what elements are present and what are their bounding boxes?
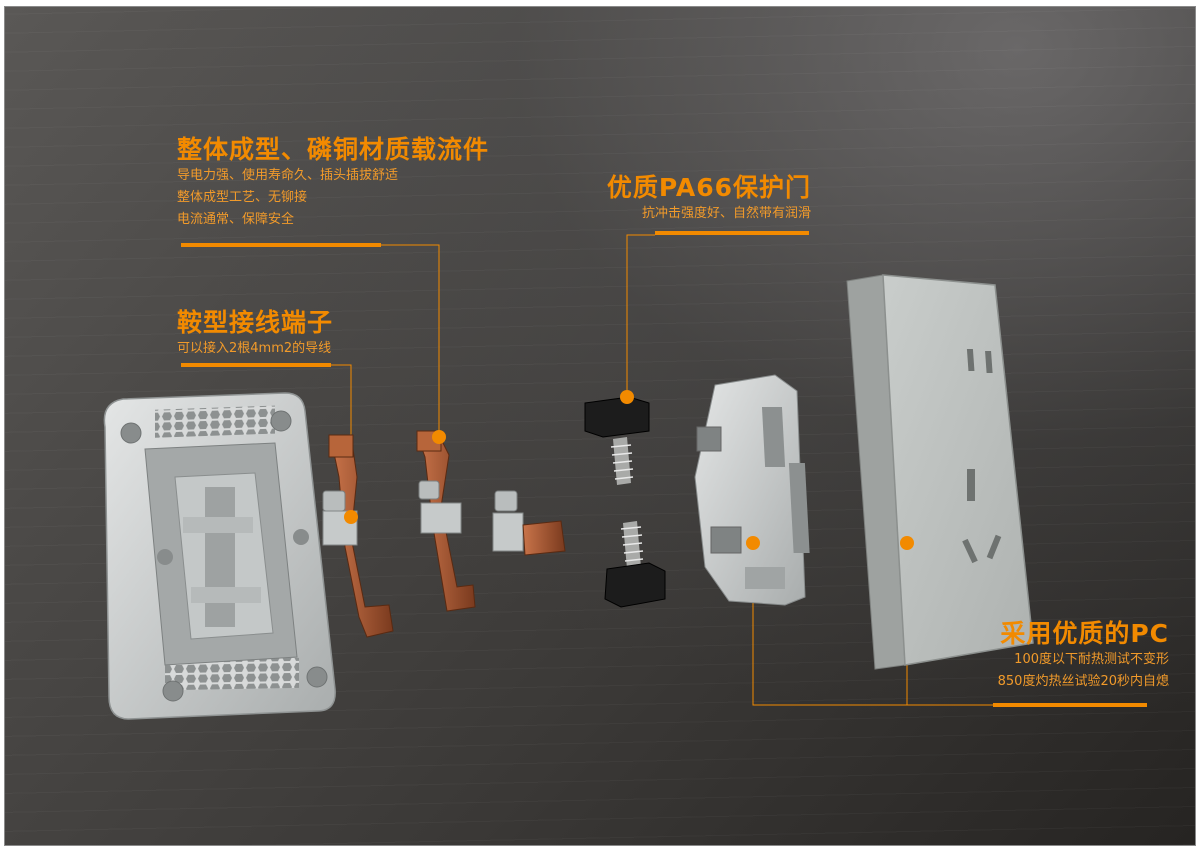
callout-markers — [344, 390, 914, 550]
shutter-leader — [626, 234, 655, 395]
terminal-screw — [418, 480, 440, 500]
copper-contact-middle — [416, 430, 476, 612]
callout-busbar: 整体成型、磷铜材质载流件 导电力强、使用寿命久、插头插拔舒适 整体成型工艺、无铆… — [177, 135, 489, 231]
callout-cover: 采用优质的PC 100度以下耐热测试不变形 850度灼热丝试验20秒内自熄 — [905, 619, 1169, 693]
inner-frame — [694, 374, 810, 606]
spring — [620, 526, 644, 562]
spring — [610, 444, 634, 480]
earth-terminal — [492, 490, 566, 556]
callout-busbar-line-1: 导电力强、使用寿命久、插头插拔舒适 — [177, 168, 399, 183]
callout-cover-line-2: 850度灼热丝试验20秒内自熄 — [997, 674, 1169, 689]
marker-busbar — [432, 430, 446, 444]
vent-grille-top — [155, 405, 275, 438]
saddle-terminal — [420, 502, 462, 534]
pa66-shutter-bottom — [604, 521, 666, 608]
callout-busbar-line-3: 电流通常、保障安全 — [177, 212, 295, 227]
terminal-screw — [322, 490, 346, 512]
socket-slot — [985, 351, 993, 373]
callout-cover-title: 采用优质的PC — [1000, 619, 1169, 648]
socket-slot — [966, 349, 975, 371]
callout-shutter: 优质PA66保护门 抗冲击强度好、自然带有润滑 — [565, 173, 811, 225]
screw-hole — [157, 549, 173, 565]
callout-terminal-title: 鞍型接线端子 — [177, 308, 334, 337]
product-poster: 整体成型、磷铜材质载流件 导电力强、使用寿命久、插头插拔舒适 整体成型工艺、无铆… — [4, 6, 1196, 846]
callout-terminal: 鞍型接线端子 可以接入2根4mm2的导线 — [177, 308, 333, 360]
socket-slot — [986, 534, 1002, 560]
screw-hole — [162, 680, 184, 702]
pc-face-cover — [846, 274, 1034, 670]
marker-cover — [900, 536, 914, 550]
callout-terminal-line-1: 可以接入2根4mm2的导线 — [177, 341, 332, 356]
exploded-socket-illustration — [103, 231, 1147, 720]
marker-shutter — [620, 390, 634, 404]
copper-contact-left — [322, 434, 394, 638]
callout-shutter-line-1: 抗冲击强度好、自然带有润滑 — [641, 206, 811, 221]
callout-shutter-title: 优质PA66保护门 — [606, 173, 811, 202]
pa66-shutter-top — [584, 396, 650, 485]
screw-hole — [306, 666, 328, 688]
screw-hole — [293, 529, 309, 545]
leader-lines — [181, 231, 1147, 707]
terminal-screw — [494, 490, 518, 512]
saddle-terminal — [492, 512, 524, 552]
marker-frame — [746, 536, 760, 550]
screw-hole — [270, 410, 292, 432]
screw-hole — [120, 422, 142, 444]
busbar-leader — [381, 244, 440, 431]
socket-slot — [967, 469, 975, 501]
socket-slot — [962, 538, 978, 564]
callout-busbar-title: 整体成型、磷铜材质载流件 — [177, 135, 490, 164]
marker-terminal — [344, 510, 358, 524]
callout-cover-line-1: 100度以下耐热测试不变形 — [1014, 652, 1169, 667]
callout-busbar-line-2: 整体成型工艺、无铆接 — [177, 190, 308, 205]
socket-base — [103, 392, 336, 720]
vent-grille-bottom — [165, 657, 299, 691]
